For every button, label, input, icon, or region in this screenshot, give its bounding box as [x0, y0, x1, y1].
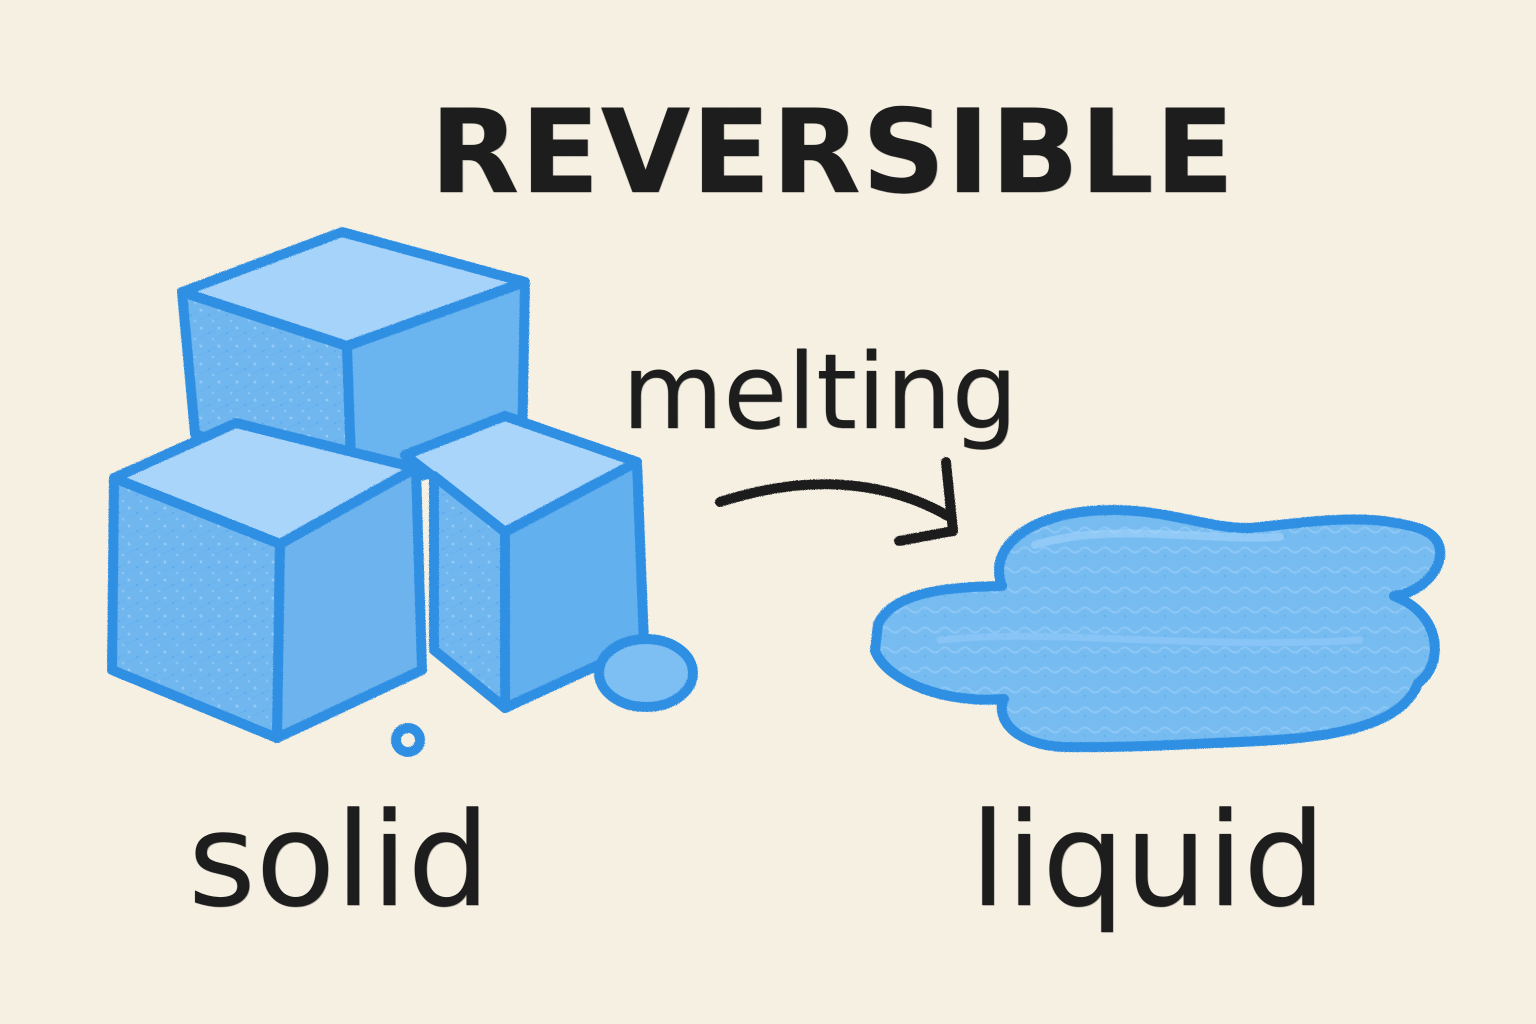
ice-cubes-icon — [107, 227, 698, 757]
solid-state-label: solid — [188, 784, 491, 936]
water-puddle-icon — [870, 505, 1446, 753]
diagram-title: REVERSIBLE — [430, 85, 1236, 220]
process-label: melting — [622, 331, 1018, 453]
curved-arrow-icon — [715, 457, 958, 546]
liquid-state-label: liquid — [970, 784, 1326, 936]
